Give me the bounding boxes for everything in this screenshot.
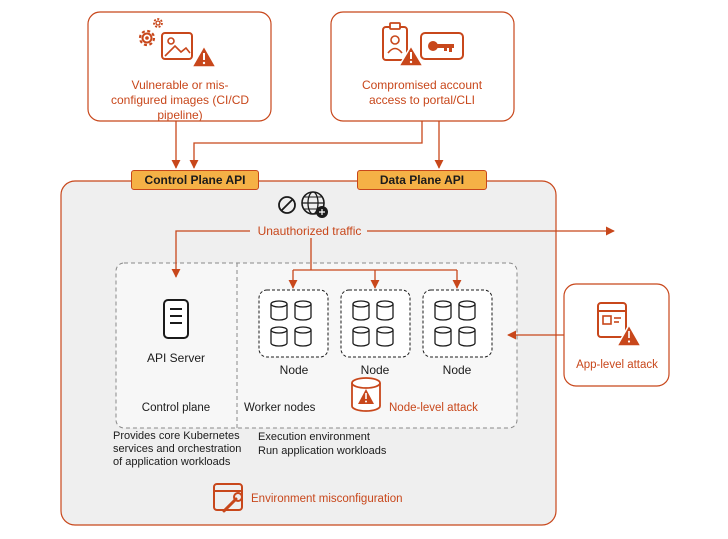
images-threat-label: Vulnerable or mis-configured images (CI/… — [110, 78, 250, 122]
api-server-label: API Server — [146, 351, 206, 365]
database-icon — [434, 326, 452, 347]
database-icon — [376, 326, 394, 347]
unauthorized-traffic-label: Unauthorized traffic — [252, 224, 367, 238]
node-label: Node — [360, 363, 390, 377]
app-level-attack-label: App-level attack — [576, 359, 658, 371]
database-icon — [376, 300, 394, 321]
gear-icon — [138, 29, 156, 47]
node-box-1 — [258, 289, 329, 358]
database-icon — [294, 300, 312, 321]
database-icon — [294, 326, 312, 347]
warning-icon — [397, 44, 425, 67]
node-level-attack-label: Node-level attack — [389, 402, 478, 414]
worker-description-line1: Execution environment — [258, 431, 370, 443]
worker-nodes-label: Worker nodes — [244, 402, 316, 414]
settings-wrench-icon — [213, 483, 243, 513]
globe-icon — [301, 191, 328, 218]
database-icon — [352, 300, 370, 321]
control-plane-description: Provides core Kubernetes services and or… — [113, 430, 242, 468]
no-entry-icon — [278, 196, 296, 214]
images-threat-box — [87, 11, 272, 122]
database-icon — [352, 326, 370, 347]
data-plane-api-label: Data Plane API — [357, 170, 487, 190]
node-label: Node — [442, 363, 472, 377]
worker-description-line2: Run application workloads — [258, 445, 387, 457]
control-plane-label: Control plane — [141, 402, 211, 414]
control-plane-api-label: Control Plane API — [131, 170, 259, 190]
node-label: Node — [279, 363, 309, 377]
key-card-icon — [420, 32, 464, 60]
environment-misconfiguration-label: Environment misconfiguration — [251, 493, 403, 505]
warning-icon — [190, 44, 218, 68]
traffic-to-apiserver-arrow — [171, 230, 250, 278]
database-icon — [434, 300, 452, 321]
gear-small-icon — [153, 18, 163, 28]
database-icon — [270, 300, 288, 321]
node-attack-icon — [351, 377, 381, 412]
account-to-control-arrow — [189, 121, 423, 169]
server-icon — [163, 299, 189, 339]
database-icon — [458, 300, 476, 321]
node-box-2 — [340, 289, 411, 358]
account-threat-label: Compromised account access to portal/CLI — [361, 78, 483, 107]
image-icon — [161, 32, 193, 60]
database-icon — [458, 326, 476, 347]
app-window-warning-icon — [597, 302, 643, 347]
id-badge-icon — [382, 22, 408, 61]
node-box-3 — [422, 289, 493, 358]
database-icon — [270, 326, 288, 347]
